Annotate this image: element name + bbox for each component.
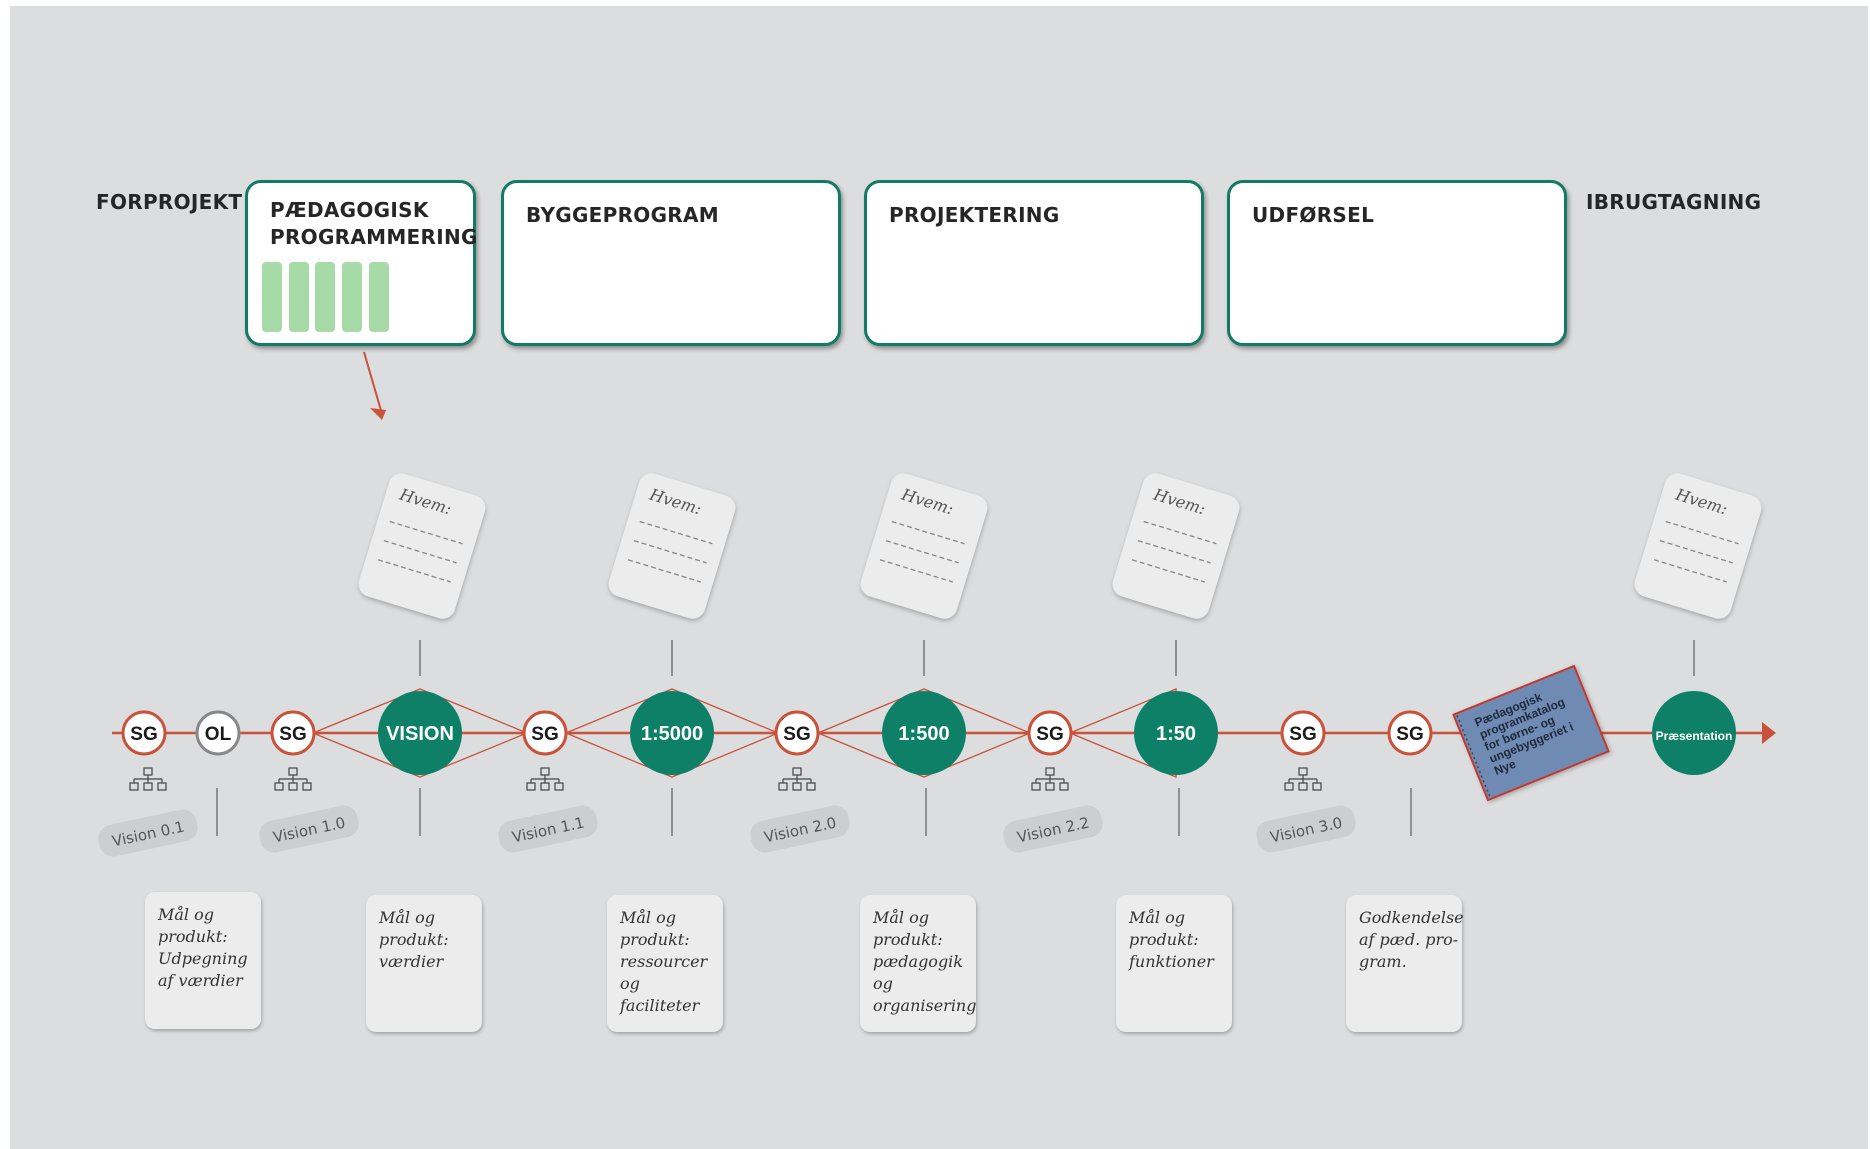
milestone-circle bbox=[378, 691, 462, 775]
progress-bar bbox=[342, 262, 362, 332]
timeline-nodes: SG OL SG VISION SG 1:5000 SG 1:500 SG 1:50 SG SG Præ… bbox=[121, 691, 1736, 775]
phase-title: PROJEKTERING bbox=[889, 203, 1060, 227]
gate-circle bbox=[1387, 710, 1433, 756]
phase-label-ibrugtagning: IBRUGTAGNING bbox=[1586, 190, 1762, 214]
org-chart-icon bbox=[778, 767, 816, 791]
phase-box-byggeprogram: BYGGEPROGRAM bbox=[501, 180, 841, 346]
gate-label: SG bbox=[130, 724, 157, 745]
note-card: Mål og produkt: ressourcer og facilitete… bbox=[607, 895, 723, 1032]
org-chart-icons bbox=[129, 767, 1322, 791]
milestone-label: Præsentation bbox=[1656, 729, 1733, 743]
vision-tag: Vision 3.0 bbox=[1256, 805, 1356, 853]
gate-label: SG bbox=[783, 724, 810, 745]
phase-box-paedagogisk-programmering: PÆDAGOGISK PROGRAMMERING bbox=[245, 180, 478, 346]
vision-tag: Vision 2.2 bbox=[1003, 805, 1103, 853]
progress-bar bbox=[315, 262, 335, 332]
note-card: Mål og produkt: pædagogik og organiserin… bbox=[860, 895, 976, 1032]
org-chart-icon bbox=[526, 767, 564, 791]
timeline-node: SG bbox=[1387, 710, 1433, 756]
milestone-label: 1:500 bbox=[898, 723, 949, 745]
gate-circle bbox=[522, 710, 568, 756]
timeline-node: SG bbox=[1027, 710, 1073, 756]
phase-box-udfoersel: UDFØRSEL bbox=[1227, 180, 1567, 346]
gate-circle bbox=[1027, 710, 1073, 756]
connector-arrow bbox=[363, 351, 386, 420]
note-card: Mål og produkt: Udpegning af værdier bbox=[145, 892, 261, 1029]
milestone-circle bbox=[1134, 691, 1218, 775]
milestone-circle bbox=[882, 691, 966, 775]
phase-label-forprojekt: FORPROJEKT bbox=[96, 190, 243, 214]
milestone-label: 1:5000 bbox=[641, 723, 703, 745]
gate-label: SG bbox=[1289, 724, 1316, 745]
gate-circle bbox=[270, 710, 316, 756]
timeline-arrowhead bbox=[1762, 722, 1776, 744]
gate-circle bbox=[1280, 710, 1326, 756]
timeline-node: SG bbox=[121, 710, 167, 756]
phase-title: UDFØRSEL bbox=[1252, 203, 1375, 227]
org-chart-icon bbox=[129, 767, 167, 791]
phase-title: BYGGEPROGRAM bbox=[526, 203, 719, 227]
org-chart-icon bbox=[274, 767, 312, 791]
timeline-node: 1:5000 bbox=[630, 691, 714, 775]
gate-label: SG bbox=[279, 724, 306, 745]
card-connectors bbox=[419, 640, 1695, 676]
who-card: Hvem: bbox=[358, 473, 486, 619]
progress-bar bbox=[369, 262, 389, 332]
timeline-node: Præsentation bbox=[1652, 691, 1736, 775]
progress-bar bbox=[289, 262, 309, 332]
who-cards: Hvem: Hvem: Hvem: Hvem: Hvem: bbox=[358, 473, 1762, 619]
timeline-node: 1:500 bbox=[882, 691, 966, 775]
gate-label: SG bbox=[1036, 724, 1063, 745]
org-chart-icon bbox=[1284, 767, 1322, 791]
catalog-card: Pædagogiskprogramkatalogfor børne- ogung… bbox=[1452, 664, 1610, 802]
who-card: Hvem: bbox=[1112, 473, 1240, 619]
gate-label: SG bbox=[531, 724, 558, 745]
who-card: Hvem: bbox=[860, 473, 988, 619]
vision-tag: Vision 1.0 bbox=[259, 805, 359, 853]
gate-label: SG bbox=[1396, 724, 1423, 745]
who-card: Hvem: bbox=[1634, 473, 1762, 619]
note-card: Mål og produkt: værdier bbox=[366, 895, 482, 1032]
milestone-label: VISION bbox=[386, 723, 454, 745]
milestone-circle bbox=[1652, 691, 1736, 775]
note-connectors bbox=[216, 788, 1412, 836]
timeline-node: 1:50 bbox=[1134, 691, 1218, 775]
gate-label: OL bbox=[205, 724, 232, 745]
gate-circle bbox=[195, 710, 241, 756]
timeline-node: VISION bbox=[378, 691, 462, 775]
vision-tag: Vision 0.1 bbox=[98, 809, 198, 857]
vision-tag: Vision 1.1 bbox=[498, 805, 598, 853]
timeline-node: SG bbox=[774, 710, 820, 756]
timeline-node: SG bbox=[522, 710, 568, 756]
vision-tag: Vision 2.0 bbox=[750, 805, 850, 853]
timeline-node: OL bbox=[195, 710, 241, 756]
milestone-circle bbox=[630, 691, 714, 775]
org-chart-icon bbox=[1031, 767, 1069, 791]
who-card: Hvem: bbox=[608, 473, 736, 619]
note-card: Godkendelse af pæd. pro- gram. bbox=[1346, 895, 1464, 1032]
phase-box-projektering: PROJEKTERING bbox=[864, 180, 1204, 346]
milestone-label: 1:50 bbox=[1156, 723, 1196, 745]
gate-circle bbox=[121, 710, 167, 756]
progress-bar bbox=[262, 262, 282, 332]
vision-tags: Vision 0.1 Vision 1.0 Vision 1.1 Vision 2.0… bbox=[98, 805, 1356, 857]
phase-title: PÆDAGOGISK PROGRAMMERING bbox=[270, 198, 478, 249]
timeline-node: SG bbox=[270, 710, 316, 756]
gate-circle bbox=[774, 710, 820, 756]
note-card: Mål og produkt: funktioner bbox=[1116, 895, 1232, 1032]
timeline-node: SG bbox=[1280, 710, 1326, 756]
